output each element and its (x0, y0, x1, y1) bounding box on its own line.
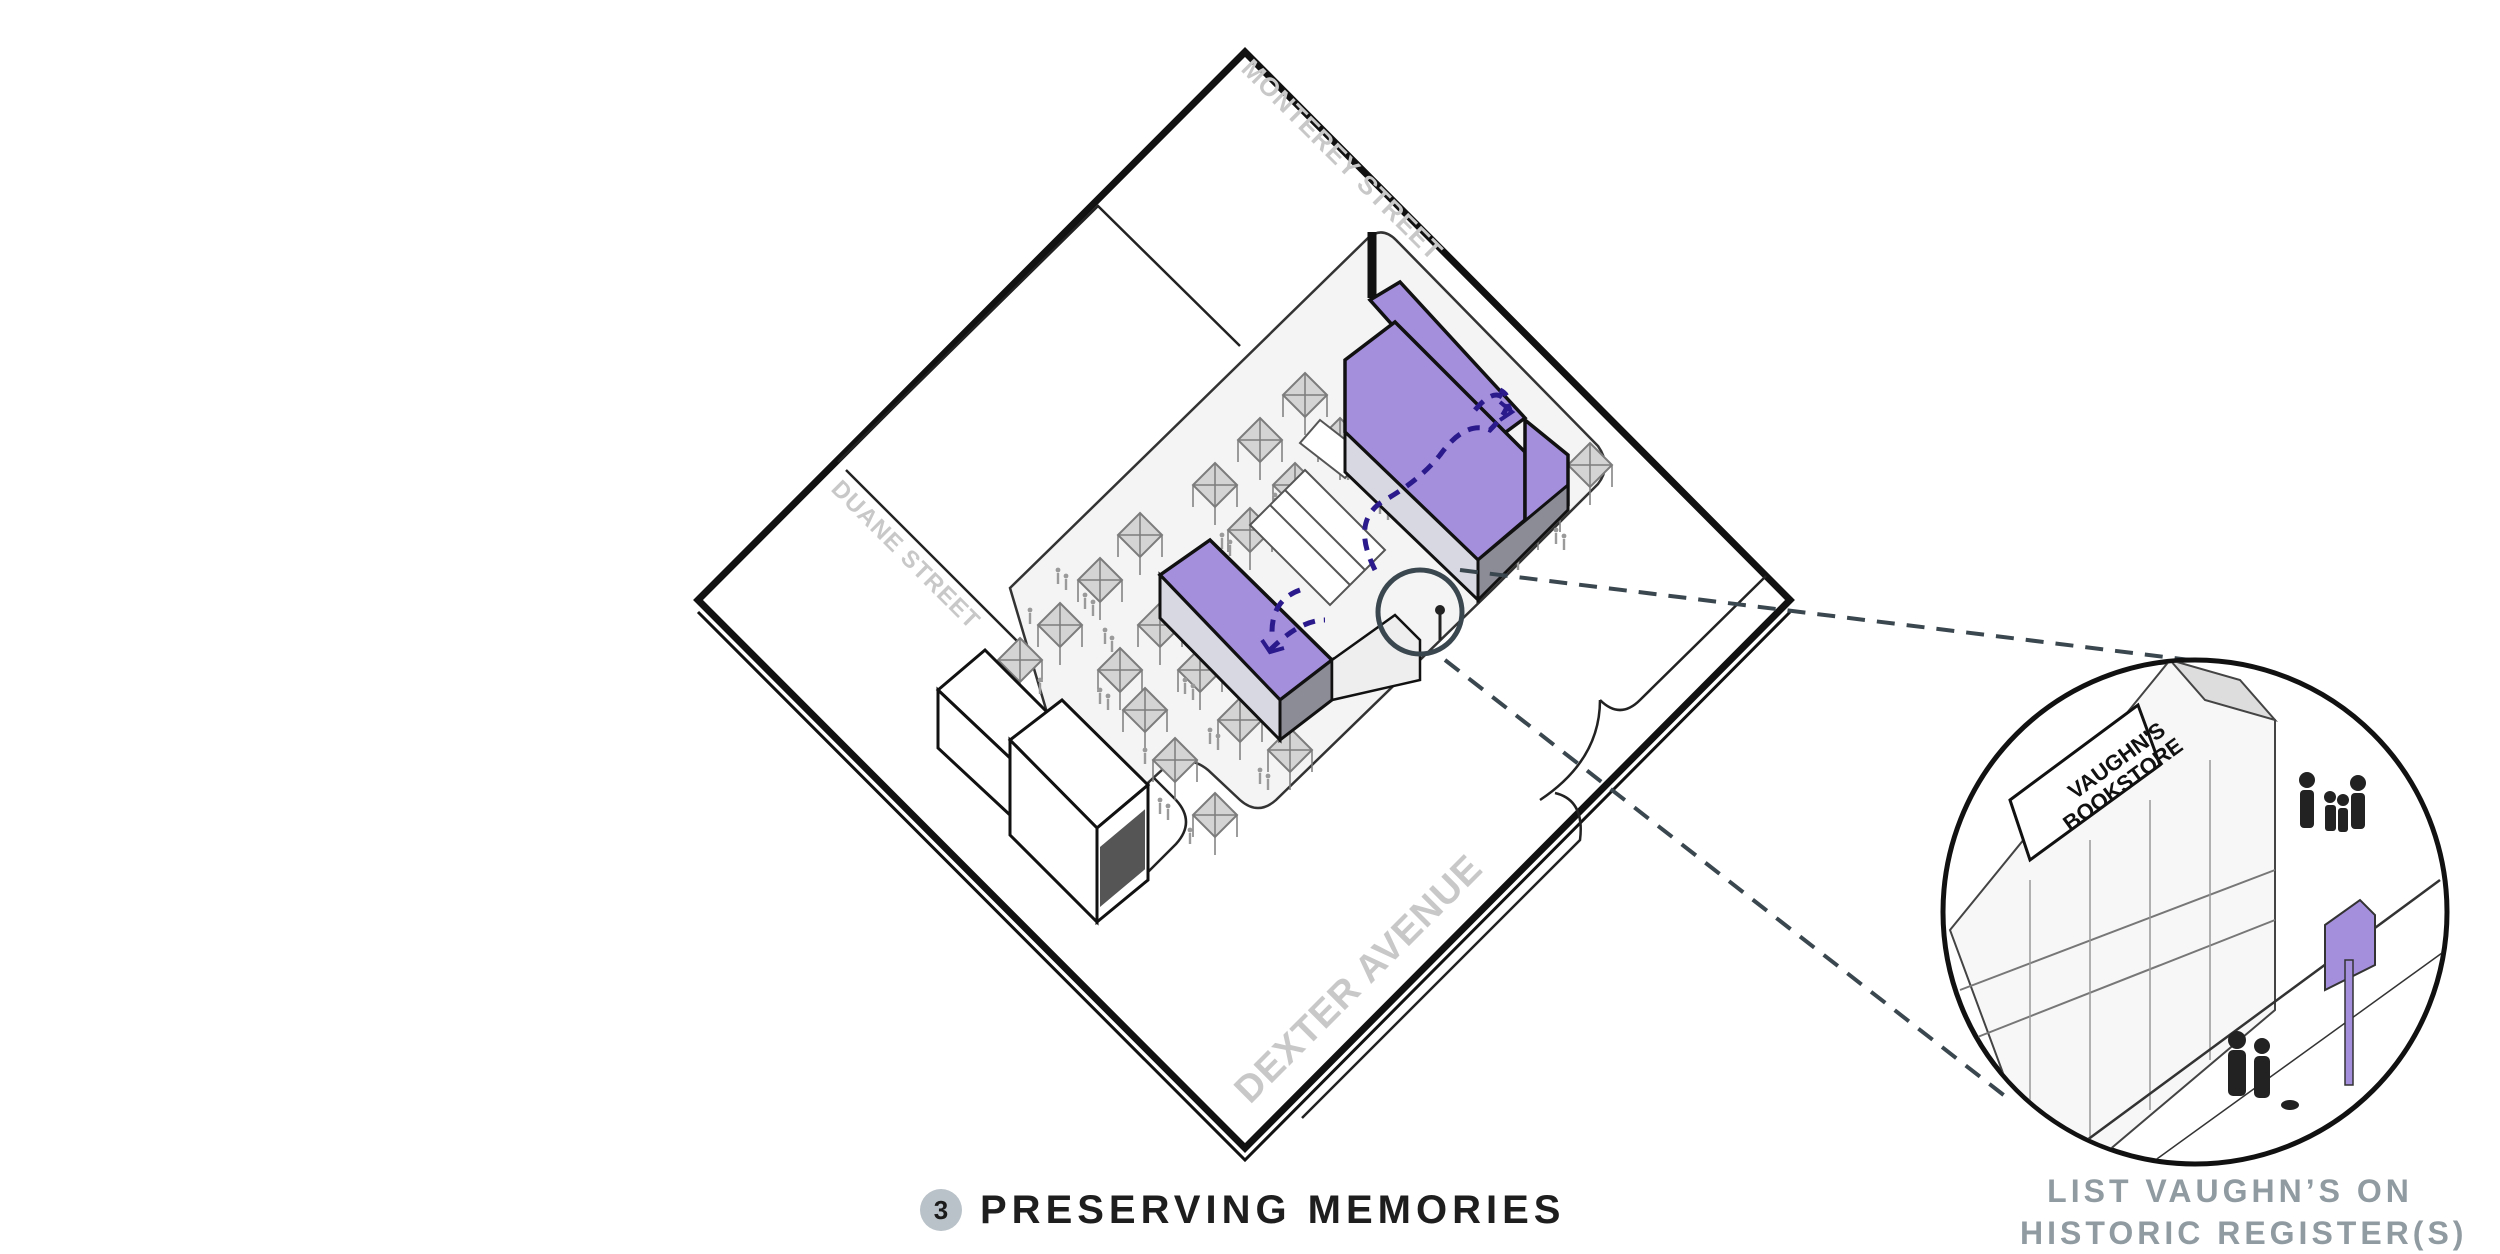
zoom-caption: LIST VAUGHN’S ON HISTORIC REGISTER(S) (2020, 1170, 2468, 1254)
movement-arrows (1268, 387, 1513, 652)
zoom-caption-line2: HISTORIC REGISTER(S) (2020, 1215, 2468, 1251)
arrow-heads (1260, 400, 1516, 655)
caption-number-badge: 3 (920, 1189, 962, 1231)
zoom-detail: VAUGHN'S BOOKSTORE (1940, 657, 2450, 1167)
diagram-caption: 3 PRESERVING MEMORIES (920, 1180, 1565, 1240)
corner-building (935, 647, 1151, 926)
caption-title: PRESERVING MEMORIES (980, 1187, 1566, 1232)
building-upper (1343, 232, 1570, 604)
building-lower (1157, 537, 1422, 744)
zoom-caption-line1: LIST VAUGHN’S ON (2047, 1173, 2413, 1209)
curb-lines (837, 204, 1767, 1119)
highlight-circle (1375, 567, 1465, 657)
zoom-leader-lines (1443, 568, 2231, 1102)
